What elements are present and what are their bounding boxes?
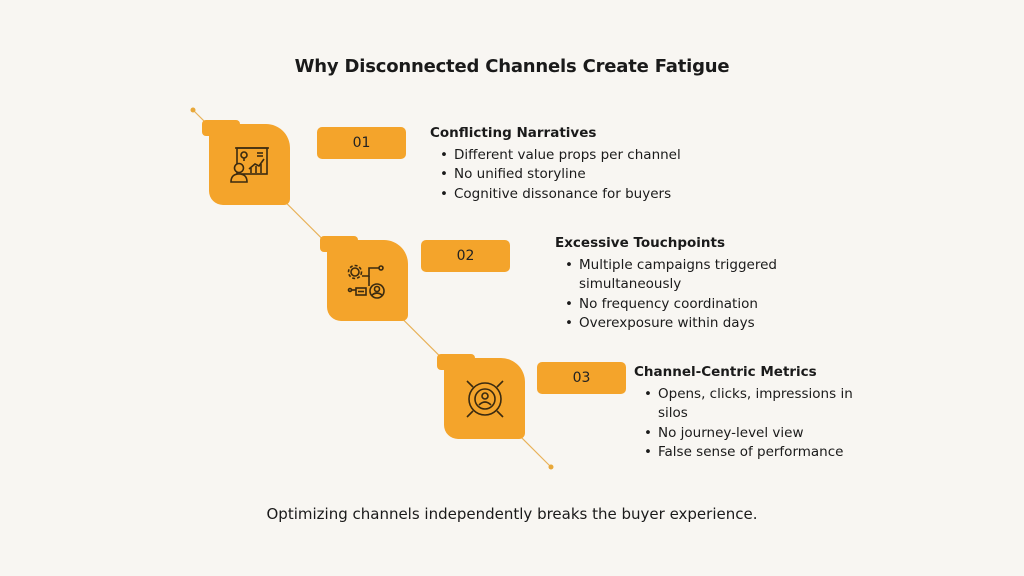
step-2-heading: Excessive Touchpoints bbox=[555, 235, 726, 251]
step-3-content: Channel-Centric Metrics Opens, clicks, i… bbox=[634, 363, 874, 463]
step-3-icon-block bbox=[437, 354, 527, 444]
workflow-icon bbox=[347, 264, 385, 299]
bullet: Cognitive dissonance for buyers bbox=[440, 185, 681, 205]
bullet: Opens, clicks, impressions in silos bbox=[644, 385, 874, 424]
step-1-content: Conflicting Narratives Different value p… bbox=[430, 124, 681, 204]
step-2-icon-block bbox=[320, 236, 410, 326]
bullet: False sense of performance bbox=[644, 443, 874, 463]
footer-caption: Optimizing channels independently breaks… bbox=[266, 505, 758, 523]
step-1-number: 01 bbox=[317, 127, 406, 159]
step-1-icon-block bbox=[202, 120, 292, 210]
bullet: No frequency coordination bbox=[565, 295, 815, 315]
page-title: Why Disconnected Channels Create Fatigue bbox=[294, 56, 730, 77]
bullet: Multiple campaigns triggered simultaneou… bbox=[565, 256, 815, 295]
step-2-number: 02 bbox=[421, 240, 510, 272]
bullet: Overexposure within days bbox=[565, 314, 815, 334]
bullet: No journey-level view bbox=[644, 424, 874, 444]
bullet: No unified storyline bbox=[440, 165, 681, 185]
audience-focus-icon bbox=[466, 380, 504, 418]
step-1-heading: Conflicting Narratives bbox=[430, 125, 597, 141]
step-3-heading: Channel-Centric Metrics bbox=[634, 364, 817, 380]
bullet: Different value props per channel bbox=[440, 146, 681, 166]
step-3-number: 03 bbox=[537, 362, 626, 394]
presentation-icon bbox=[230, 147, 269, 183]
step-2-content: Excessive Touchpoints Multiple campaigns… bbox=[555, 234, 815, 334]
